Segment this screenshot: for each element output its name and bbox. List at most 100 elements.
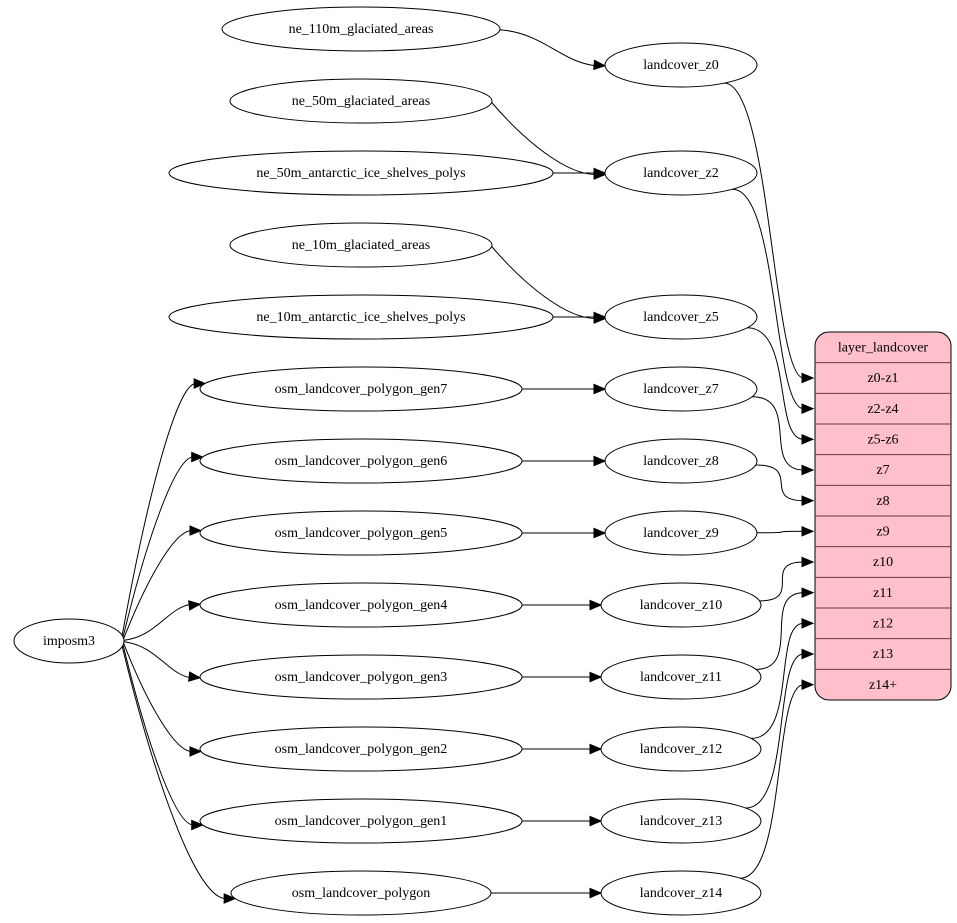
edge-line bbox=[121, 383, 196, 636]
graph-edge bbox=[522, 383, 607, 395]
layer-table-row[interactable]: z9 bbox=[876, 525, 889, 540]
edge-line bbox=[752, 396, 804, 471]
graph-node-osm_landcover_polygon_gen7[interactable]: osm_landcover_polygon_gen7 bbox=[199, 366, 523, 412]
graph-node-landcover_z2[interactable]: landcover_z2 bbox=[604, 150, 758, 196]
edge-arrowhead bbox=[589, 599, 603, 611]
graph-node-landcover_z11[interactable]: landcover_z11 bbox=[600, 654, 762, 700]
graph-node-landcover_z14[interactable]: landcover_z14 bbox=[600, 870, 762, 916]
node-ellipse bbox=[230, 870, 492, 916]
graph-node-ne_10m_antarctic_ice_shelves_polys[interactable]: ne_10m_antarctic_ice_shelves_polys bbox=[168, 294, 554, 340]
graph-node-osm_landcover_polygon_gen1[interactable]: osm_landcover_polygon_gen1 bbox=[199, 798, 523, 844]
edge-arrowhead bbox=[801, 648, 815, 660]
graph-node-landcover_z13[interactable]: landcover_z13 bbox=[600, 798, 762, 844]
edge-arrowhead bbox=[191, 451, 204, 463]
graph-edge bbox=[522, 527, 607, 539]
graph-node-landcover_z8[interactable]: landcover_z8 bbox=[604, 438, 758, 484]
layer-table-row[interactable]: z5-z6 bbox=[867, 433, 898, 448]
node-ellipse bbox=[221, 6, 501, 52]
edge-line bbox=[732, 188, 804, 410]
layer-table-row[interactable]: z13 bbox=[873, 647, 893, 662]
layer-landcover-table[interactable]: layer_landcover z0-z1 z2-z4 z5-z6 z7 z8 z9 z10 z… bbox=[814, 331, 952, 701]
node-ellipse bbox=[604, 150, 758, 196]
graph-node-landcover_z0[interactable]: landcover_z0 bbox=[604, 42, 758, 88]
node-ellipse bbox=[604, 366, 758, 412]
node-label: osm_landcover_polygon_gen3 bbox=[275, 670, 448, 685]
layer-table-row-label: z11 bbox=[873, 586, 893, 601]
graph-node-landcover_z5[interactable]: landcover_z5 bbox=[604, 294, 758, 340]
graph-node-imposm3[interactable]: imposm3 bbox=[13, 618, 125, 664]
graph-node-osm_landcover_polygon[interactable]: osm_landcover_polygon bbox=[230, 870, 492, 916]
graph-node-osm_landcover_polygon_gen3[interactable]: osm_landcover_polygon_gen3 bbox=[199, 654, 523, 700]
edge-line bbox=[121, 646, 226, 899]
node-label: landcover_z9 bbox=[643, 526, 718, 541]
graph-edge bbox=[747, 327, 815, 445]
node-ellipse bbox=[168, 150, 554, 196]
edge-arrowhead bbox=[188, 600, 202, 611]
edge-arrowhead bbox=[223, 893, 237, 904]
graph-node-ne_110m_glaciated_areas[interactable]: ne_110m_glaciated_areas bbox=[221, 6, 501, 52]
graph-node-osm_landcover_polygon_gen5[interactable]: osm_landcover_polygon_gen5 bbox=[199, 510, 523, 556]
graph-node-ne_50m_glaciated_areas[interactable]: ne_50m_glaciated_areas bbox=[229, 78, 493, 124]
graph-edge bbox=[756, 525, 815, 537]
edge-arrowhead bbox=[801, 372, 815, 384]
node-label: osm_landcover_polygon_gen1 bbox=[275, 814, 448, 829]
edge-line bbox=[751, 622, 804, 739]
graph-node-osm_landcover_polygon_gen2[interactable]: osm_landcover_polygon_gen2 bbox=[199, 726, 523, 772]
node-label: osm_landcover_polygon_gen7 bbox=[275, 382, 448, 397]
layer-table-row[interactable]: z12 bbox=[873, 617, 893, 632]
graph-edge bbox=[490, 887, 603, 899]
layer-table-row[interactable]: z8 bbox=[876, 494, 889, 509]
graph-edge bbox=[740, 679, 815, 879]
layer-table-row-label: z7 bbox=[876, 463, 889, 478]
graph-node-landcover_z12[interactable]: landcover_z12 bbox=[600, 726, 762, 772]
layer-table-row[interactable]: z14+ bbox=[869, 678, 897, 693]
graph-edge bbox=[745, 648, 815, 809]
layer-table-header: layer_landcover bbox=[838, 341, 929, 356]
graph-node-ne_50m_antarctic_ice_shelves_polys[interactable]: ne_50m_antarctic_ice_shelves_polys bbox=[168, 150, 554, 196]
edge-line bbox=[755, 464, 804, 502]
node-label: osm_landcover_polygon_gen4 bbox=[275, 598, 448, 613]
node-label: osm_landcover_polygon bbox=[292, 886, 430, 901]
layer-table-row-label: z9 bbox=[876, 525, 889, 540]
edge-line bbox=[123, 641, 191, 679]
layer-table-row-label: z2-z4 bbox=[867, 402, 898, 417]
graph-edge bbox=[122, 644, 204, 831]
node-label: ne_50m_glaciated_areas bbox=[292, 94, 430, 109]
layer-table-row[interactable]: z2-z4 bbox=[867, 402, 898, 417]
layer-table-row[interactable]: z7 bbox=[876, 463, 889, 478]
edge-arrowhead bbox=[593, 527, 607, 539]
edge-line bbox=[740, 684, 804, 879]
edge-arrowhead bbox=[593, 167, 607, 179]
layer-table-row[interactable]: z11 bbox=[873, 586, 893, 601]
node-ellipse bbox=[604, 438, 758, 484]
graph-node-landcover_z7[interactable]: landcover_z7 bbox=[604, 366, 758, 412]
graph-edge bbox=[522, 455, 607, 467]
graph-node-osm_landcover_polygon_gen6[interactable]: osm_landcover_polygon_gen6 bbox=[199, 438, 523, 484]
graph-node-osm_landcover_polygon_gen4[interactable]: osm_landcover_polygon_gen4 bbox=[199, 582, 523, 628]
graph-node-landcover_z9[interactable]: landcover_z9 bbox=[604, 510, 758, 556]
node-label: landcover_z8 bbox=[643, 454, 718, 469]
graph-edge bbox=[499, 29, 607, 71]
node-ellipse bbox=[604, 294, 758, 340]
graph-edge bbox=[522, 599, 603, 611]
edge-arrowhead bbox=[589, 815, 603, 827]
node-label: landcover_z2 bbox=[643, 166, 718, 181]
edge-line bbox=[724, 82, 804, 379]
layer-table-row-label: z8 bbox=[876, 494, 889, 509]
node-label: landcover_z14 bbox=[640, 886, 722, 901]
edge-line bbox=[756, 530, 804, 534]
edge-arrowhead bbox=[188, 671, 202, 682]
node-label: landcover_z5 bbox=[643, 310, 718, 325]
layer-table-row[interactable]: z10 bbox=[873, 555, 893, 570]
node-ellipse bbox=[600, 726, 762, 772]
layer-table-row-label: z12 bbox=[873, 617, 893, 632]
layer-table-row[interactable]: z0-z1 bbox=[867, 371, 898, 386]
node-label: imposm3 bbox=[43, 634, 95, 649]
edge-line bbox=[123, 530, 192, 639]
edge-arrowhead bbox=[801, 464, 815, 476]
node-ellipse bbox=[199, 366, 523, 412]
node-label: landcover_z0 bbox=[643, 58, 718, 73]
graph-node-landcover_z10[interactable]: landcover_z10 bbox=[600, 582, 762, 628]
graph-node-ne_10m_glaciated_areas[interactable]: ne_10m_glaciated_areas bbox=[229, 222, 493, 268]
